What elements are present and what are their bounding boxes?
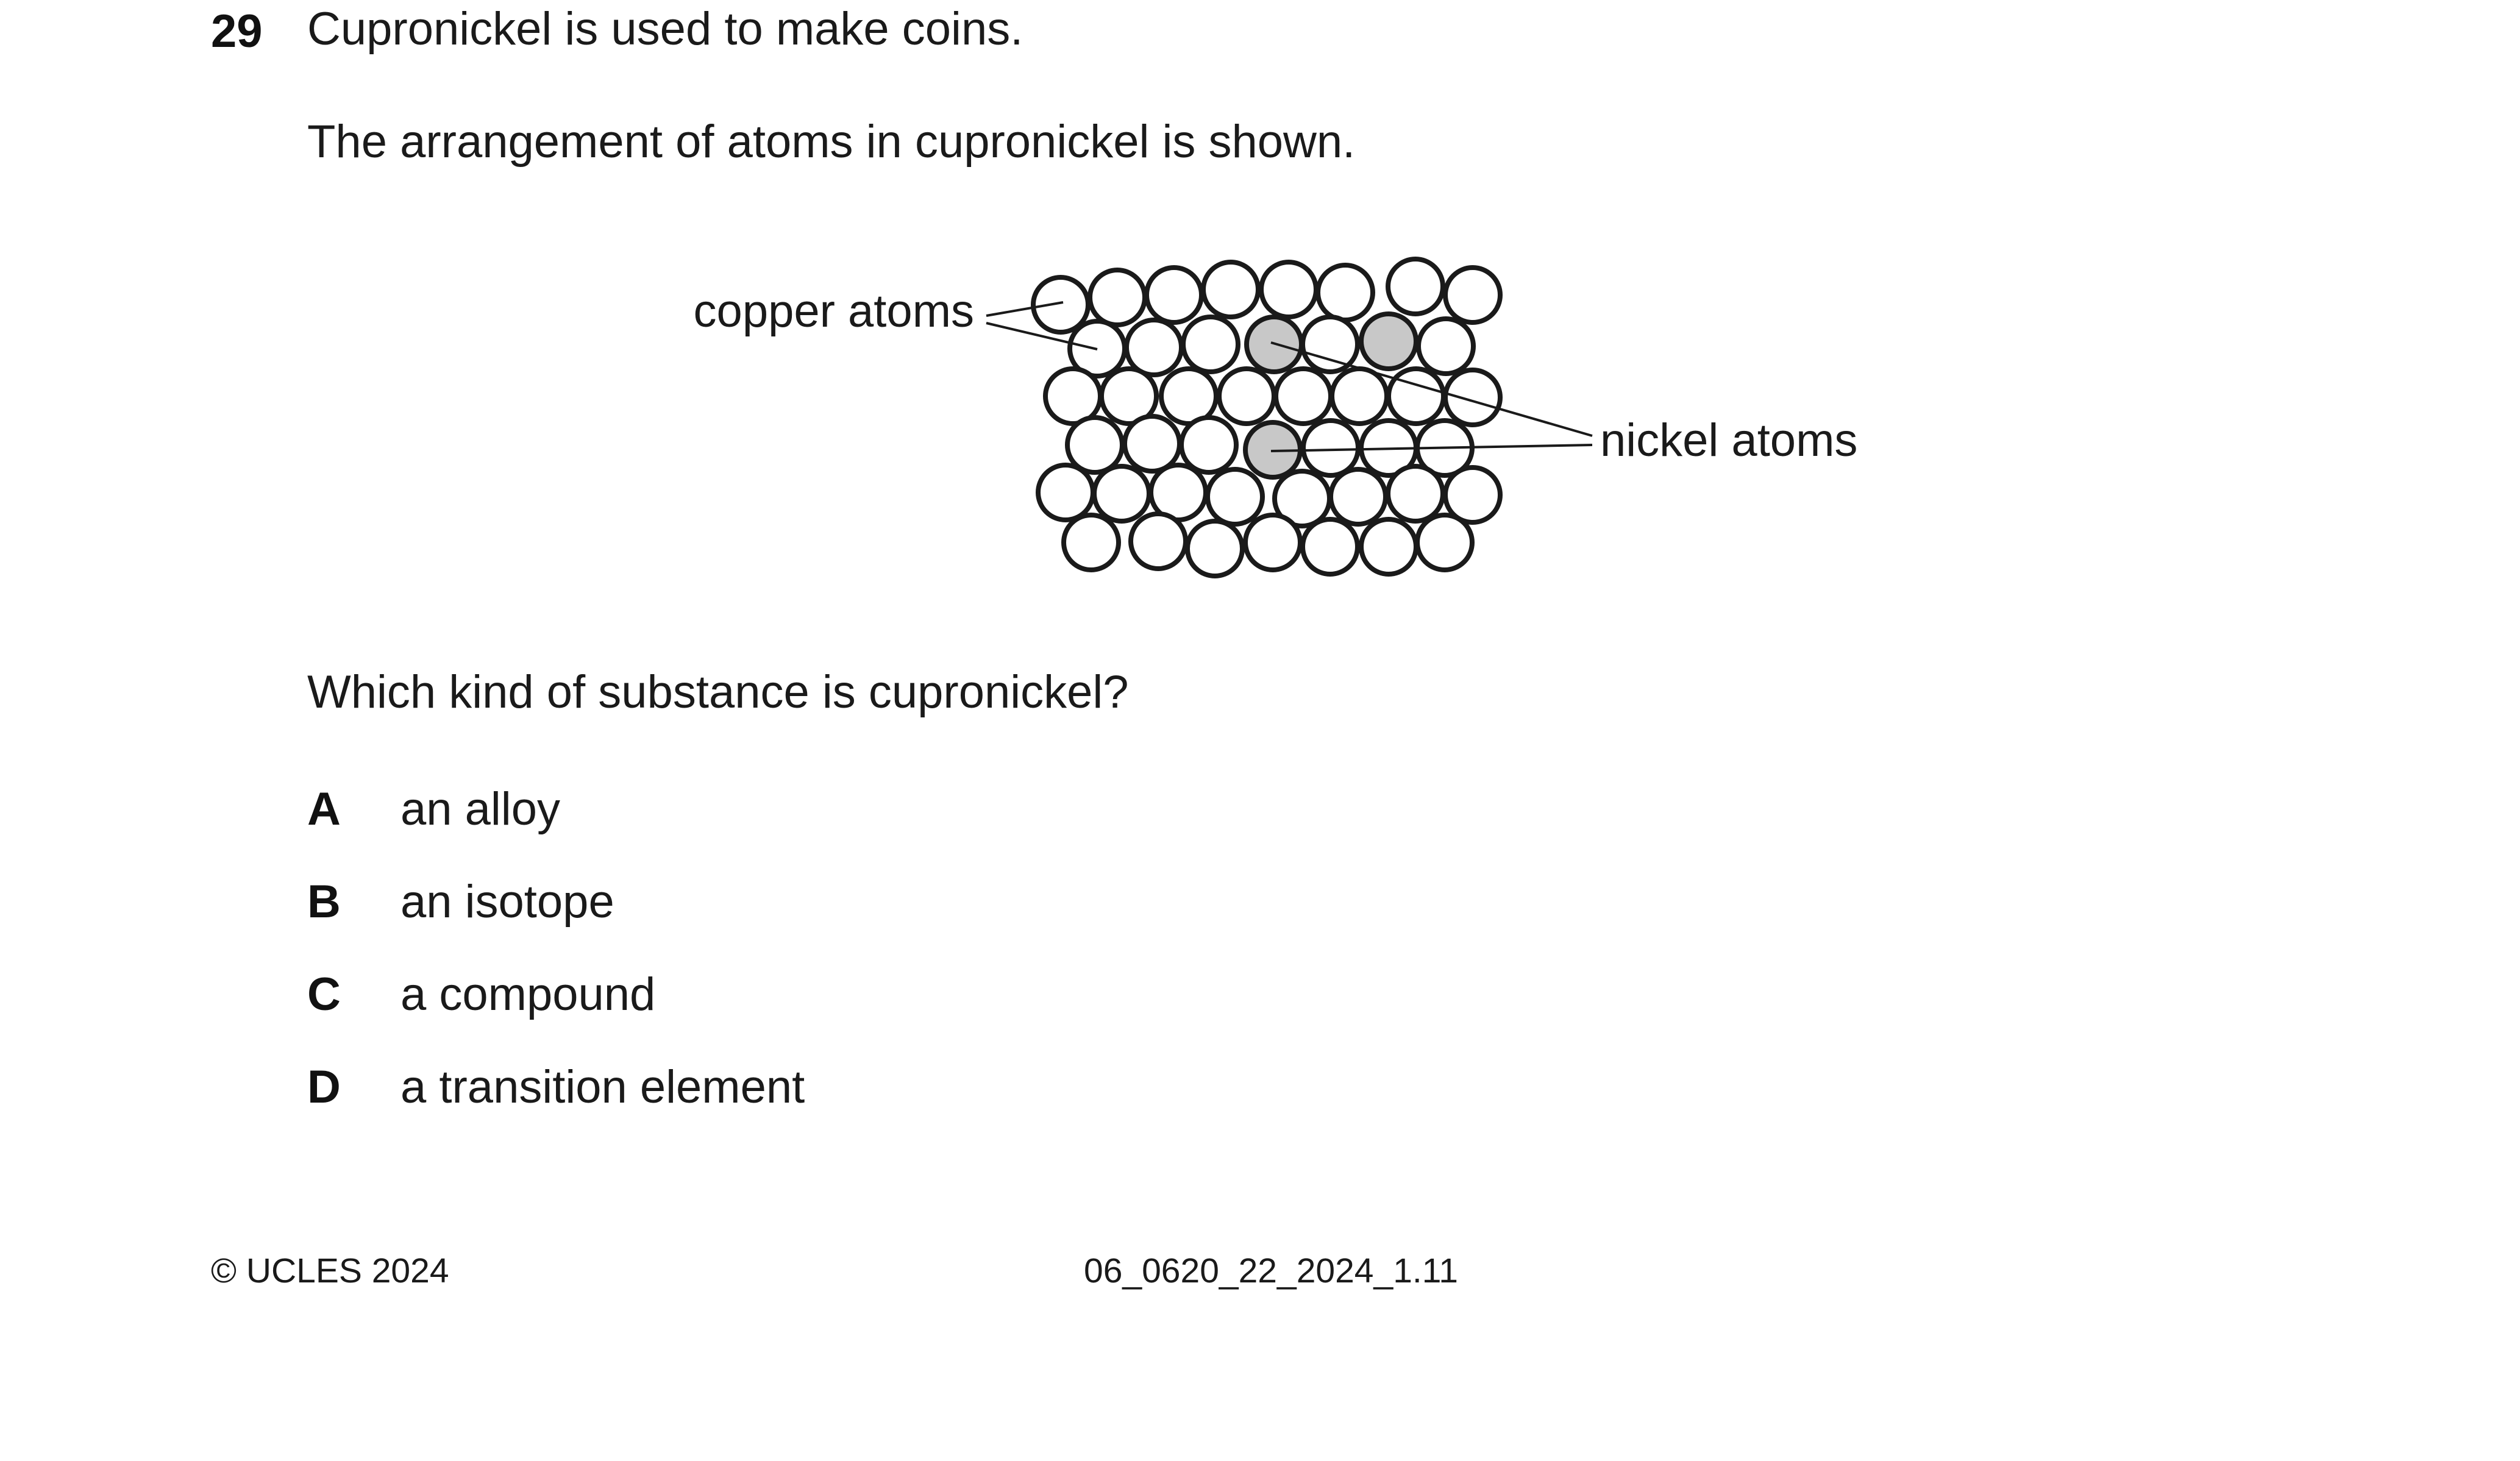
copper-atom [1300, 517, 1360, 577]
copper-atom [1259, 260, 1319, 319]
copper-atom [1092, 464, 1151, 524]
copper-atom [1217, 366, 1276, 426]
copper-atom [1087, 268, 1147, 327]
copper-atom [1065, 415, 1125, 475]
copper-atom [1328, 467, 1388, 527]
copper-atom [1144, 265, 1204, 325]
copper-atom [1315, 263, 1375, 322]
copper-atom [1061, 513, 1121, 572]
copper-atom [1205, 467, 1265, 527]
copper-leader-line-2 [986, 322, 1098, 350]
copper-atom [1181, 315, 1240, 374]
option-text-d[interactable]: a transition element [400, 1061, 805, 1113]
label-leader-lines [986, 301, 1593, 452]
copper-atom [1122, 414, 1182, 474]
copper-atom [1201, 260, 1261, 319]
nickel-atoms-label: nickel atoms [1600, 414, 1857, 466]
copper-atom [1443, 265, 1503, 325]
copper-atom [1099, 366, 1159, 426]
copper-atom [1386, 257, 1445, 316]
copper-atom [1036, 463, 1095, 522]
copper-atom [1359, 517, 1418, 577]
question-prompt: Which kind of substance is cupronickel? [307, 666, 1129, 718]
nickel-leader-line-2 [1270, 444, 1593, 452]
question-number: 29 [211, 5, 263, 57]
copper-atoms-label: copper atoms [694, 285, 974, 337]
copper-atom [1179, 415, 1239, 475]
copper-atom [1386, 366, 1446, 426]
atom-arrangement-diagram: copper atoms nickel atoms [694, 257, 1857, 578]
copper-atom [1443, 368, 1503, 427]
question-stem-line2: The arrangement of atoms in cupronickel … [307, 116, 1356, 168]
copper-atom [1185, 519, 1245, 578]
copper-atom [1386, 464, 1445, 524]
option-text-c[interactable]: a compound [400, 969, 656, 1020]
option-letter-d: D [307, 1061, 341, 1113]
nickel-atom [1359, 311, 1418, 371]
atom-lattice [1031, 257, 1503, 578]
option-text-a[interactable]: an alloy [400, 783, 560, 835]
nickel-leader-line-1 [1270, 341, 1593, 437]
question-stem-line1: Cupronickel is used to make coins. [307, 3, 1023, 55]
option-letter-a: A [307, 783, 341, 835]
copper-atom [1124, 318, 1184, 377]
copyright-footer: © UCLES 2024 [211, 1251, 449, 1290]
copper-atom [1031, 275, 1091, 335]
copper-atom [1273, 366, 1333, 426]
copper-leader-line-1 [986, 301, 1064, 317]
paper-code-footer: 06_0620_22_2024_1.11 [1084, 1251, 1458, 1290]
copper-atom [1300, 315, 1360, 374]
option-letter-c: C [307, 969, 341, 1020]
copper-atom [1443, 465, 1503, 525]
copper-atom [1128, 511, 1188, 571]
copper-atom [1301, 418, 1361, 478]
copper-atom [1329, 366, 1389, 426]
option-text-b[interactable]: an isotope [400, 876, 614, 928]
copper-atom [1243, 513, 1303, 572]
copper-atom [1416, 316, 1476, 376]
copper-atom [1415, 513, 1475, 572]
option-letter-b: B [307, 876, 341, 928]
